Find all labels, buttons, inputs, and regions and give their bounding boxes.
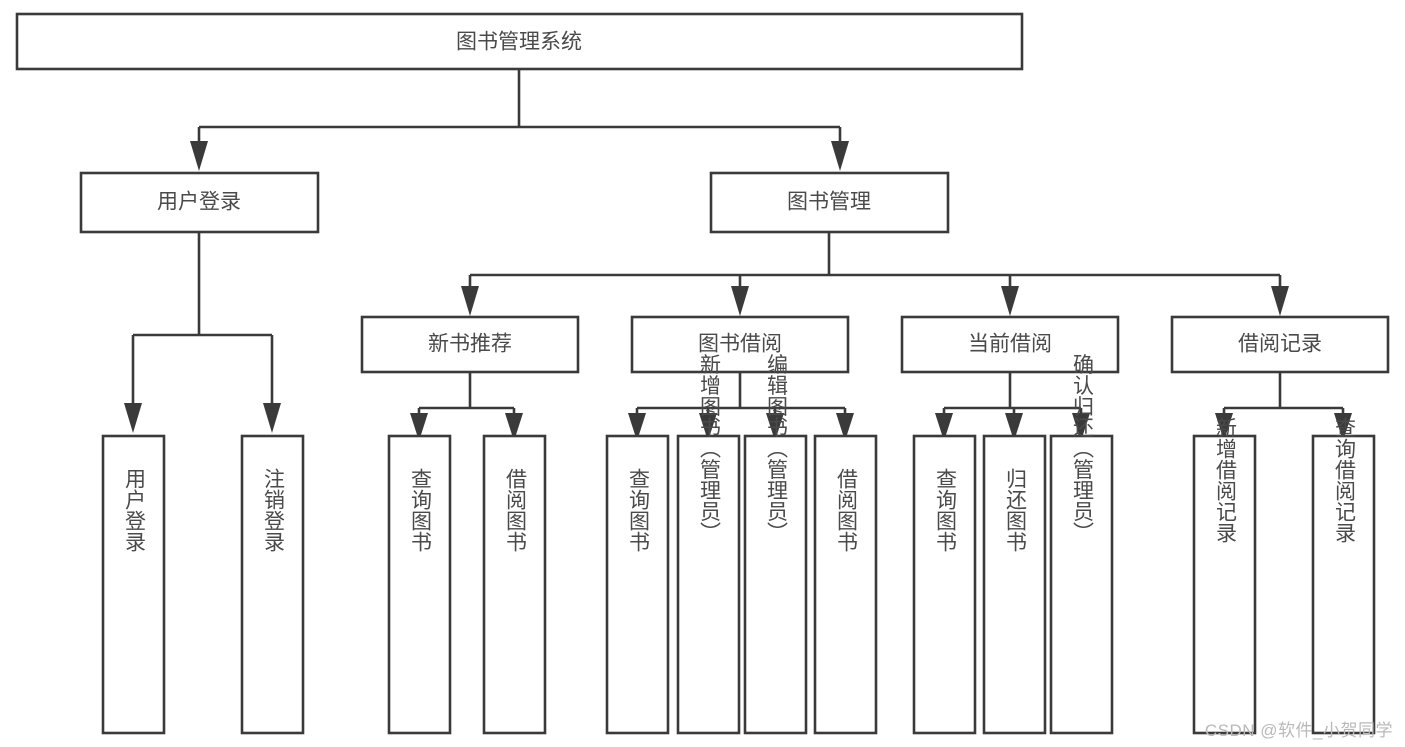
- node-root-label: 图书管理系统: [456, 31, 582, 54]
- leaf-borrow-edit-book-box: [743, 434, 808, 735]
- leaf-newbook-borrow-book[interactable]: 借阅图书: [482, 434, 547, 735]
- arrow-head-icon: [1271, 286, 1289, 316]
- leaf-newbook-query-book[interactable]: 查询图书: [387, 434, 452, 735]
- node-new-book-recommend[interactable]: 新书推荐: [360, 315, 580, 374]
- node-user-login-label: 用户登录: [157, 191, 241, 214]
- node-user-login-box: [79, 171, 320, 234]
- leaf-record-query-box: [1311, 434, 1376, 735]
- connector-book-management-to-level3: [461, 232, 1289, 316]
- arrow-head-icon: [699, 413, 717, 441]
- leaf-record-add-label: 新增借阅记录: [1214, 417, 1238, 543]
- connector-book-borrow-to-leaves: [628, 372, 854, 441]
- connector-user-login-to-leaves: [124, 232, 281, 433]
- leaf-current-return-book[interactable]: 归还图书: [982, 434, 1047, 735]
- connector-current-borrow-to-leaves: [935, 372, 1090, 441]
- leaf-record-add-box: [1192, 434, 1257, 735]
- arrow-head-icon: [1215, 413, 1233, 441]
- arrow-head-icon: [1005, 413, 1023, 441]
- node-new-book-recommend-box: [360, 315, 580, 374]
- leaf-user-login[interactable]: 用户登录: [101, 434, 166, 735]
- leaf-current-query-book-box: [912, 434, 977, 735]
- leaf-borrow-query-book-label: 查询图书: [627, 468, 651, 552]
- arrow-head-icon: [461, 286, 479, 316]
- leaf-borrow-query-book-box: [605, 434, 670, 735]
- node-current-borrow[interactable]: 当前借阅: [900, 315, 1120, 374]
- leaf-user-login-label: 用户登录: [123, 468, 147, 552]
- leaf-current-confirm-return-label: 确认归还（管理员）: [1071, 354, 1095, 543]
- leaf-borrow-borrow-book[interactable]: 借阅图书: [813, 434, 878, 735]
- leaf-current-return-book-box: [982, 434, 1047, 735]
- node-book-borrow[interactable]: 图书借阅: [630, 315, 850, 374]
- leaf-borrow-add-book-box: [676, 434, 741, 735]
- leaf-borrow-query-book[interactable]: 查询图书: [605, 434, 670, 735]
- node-borrow-record-label: 借阅记录: [1238, 333, 1322, 356]
- leaf-logout-box: [240, 434, 305, 735]
- leaf-current-query-book-label: 查询图书: [934, 468, 958, 552]
- arrow-head-icon: [410, 413, 428, 441]
- connector-borrow-record-to-leaves: [1215, 372, 1352, 441]
- arrow-head-icon: [124, 403, 142, 433]
- arrow-head-icon: [628, 413, 646, 441]
- leaf-borrow-edit-book[interactable]: 编辑图书（管理员）: [743, 354, 808, 735]
- leaf-current-confirm-return[interactable]: 确认归还（管理员）: [1049, 354, 1114, 735]
- node-borrow-record[interactable]: 借阅记录: [1170, 315, 1390, 374]
- leaf-newbook-borrow-book-box: [482, 434, 547, 735]
- arrow-head-icon: [935, 413, 953, 441]
- connector-new-book-to-leaves: [410, 372, 523, 441]
- leaf-borrow-add-book-label: 新增图书（管理员）: [698, 354, 722, 543]
- node-current-borrow-box: [900, 315, 1120, 374]
- leaf-record-query[interactable]: 查询借阅记录: [1311, 417, 1376, 735]
- node-user-login[interactable]: 用户登录: [79, 171, 320, 234]
- connector-root-to-level2: [190, 69, 849, 171]
- arrow-head-icon: [1334, 413, 1352, 441]
- node-book-management-label: 图书管理: [787, 191, 871, 214]
- leaf-logout[interactable]: 注销登录: [240, 434, 305, 735]
- leaf-current-query-book[interactable]: 查询图书: [912, 434, 977, 735]
- leaf-record-query-label: 查询借阅记录: [1333, 417, 1357, 543]
- arrow-head-icon: [831, 141, 849, 171]
- arrow-head-icon: [1001, 286, 1019, 316]
- arrow-head-icon: [190, 141, 208, 171]
- arrow-head-icon: [263, 403, 281, 433]
- arrow-head-icon: [836, 413, 854, 441]
- node-current-borrow-label: 当前借阅: [968, 333, 1052, 356]
- leaf-user-login-box: [101, 434, 166, 735]
- node-borrow-record-box: [1170, 315, 1390, 374]
- leaf-newbook-borrow-book-label: 借阅图书: [504, 468, 528, 552]
- leaf-current-confirm-return-box: [1049, 434, 1114, 735]
- leaf-newbook-query-book-box: [387, 434, 452, 735]
- node-root-box: [15, 12, 1024, 71]
- node-book-management[interactable]: 图书管理: [709, 171, 950, 234]
- leaf-current-return-book-label: 归还图书: [1004, 468, 1028, 552]
- leaf-borrow-borrow-book-label: 借阅图书: [835, 468, 859, 552]
- node-new-book-recommend-label: 新书推荐: [428, 333, 512, 356]
- arrow-head-icon: [1072, 413, 1090, 441]
- arrow-head-icon: [505, 413, 523, 441]
- node-root[interactable]: 图书管理系统: [15, 12, 1024, 71]
- leaf-logout-label: 注销登录: [262, 468, 286, 552]
- leaf-borrow-edit-book-label: 编辑图书（管理员）: [765, 354, 789, 543]
- arrow-head-icon: [766, 413, 784, 441]
- leaf-borrow-add-book[interactable]: 新增图书（管理员）: [676, 354, 741, 735]
- leaf-record-add[interactable]: 新增借阅记录: [1192, 417, 1257, 735]
- arrow-head-icon: [731, 286, 749, 316]
- node-book-borrow-label: 图书借阅: [698, 333, 782, 356]
- leaf-borrow-borrow-book-box: [813, 434, 878, 735]
- leaf-newbook-query-book-label: 查询图书: [409, 468, 433, 552]
